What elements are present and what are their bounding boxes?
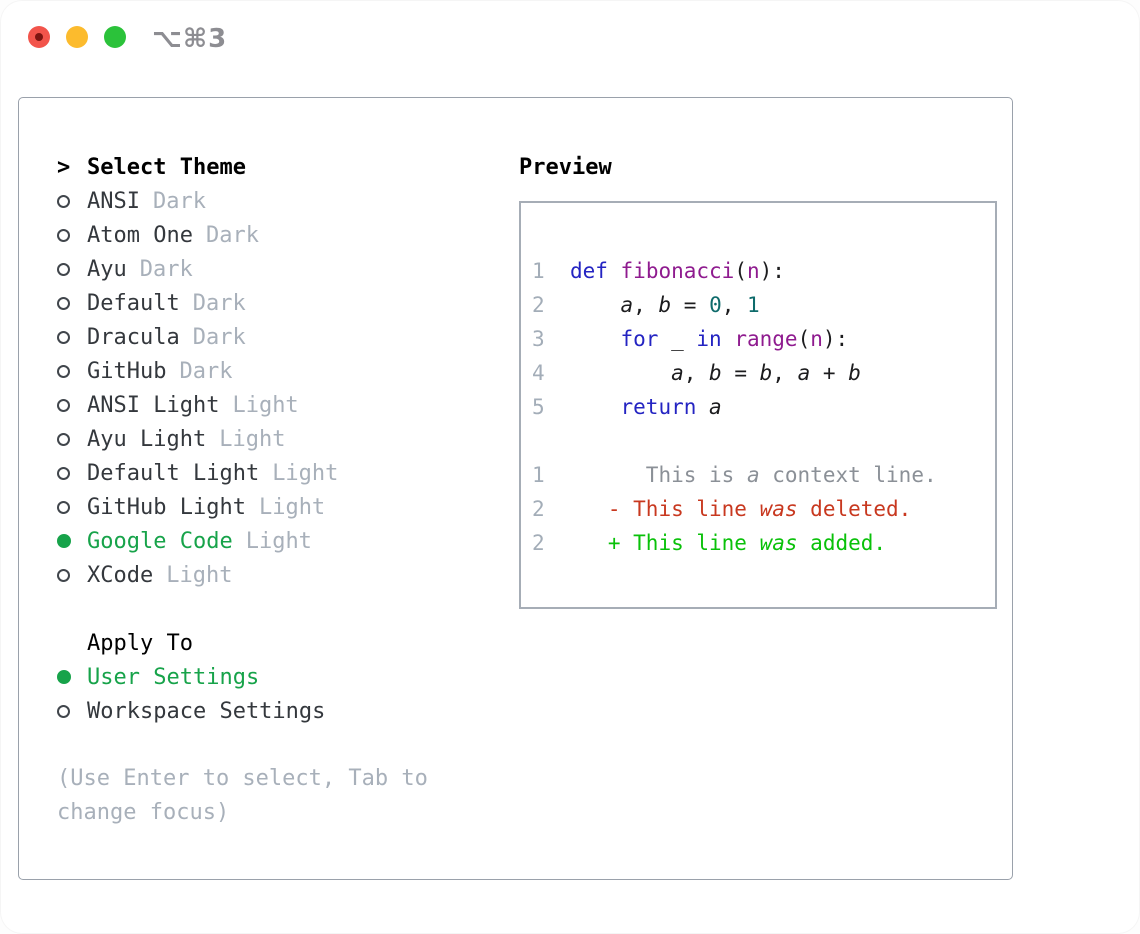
keyboard-hint: (Use Enter to select, Tab to change focu… [57,766,428,825]
theme-variant-badge: Light [166,562,233,588]
radio-icon [57,330,87,344]
theme-name: Google Code [87,528,233,554]
line-number: 2 [532,497,545,521]
theme-variant-badge: Light [232,392,299,418]
zoom-button[interactable] [104,26,126,48]
theme-name: Dracula [87,324,180,350]
theme-option-ayu[interactable]: Ayu Dark [57,252,519,286]
preview-header-label: Preview [519,154,612,180]
theme-variant-badge: Dark [205,222,259,248]
code-line: 2 - This line was deleted. [532,492,995,526]
theme-variant-badge: Light [245,528,312,554]
theme-variant-badge: Dark [179,358,233,384]
radio-icon [57,704,87,718]
theme-option-ansi-light[interactable]: ANSI Light Light [57,388,519,422]
theme-variant-badge: Dark [192,324,246,350]
line-number: 3 [532,327,545,351]
theme-variant-badge: Dark [152,188,206,214]
line-number: 5 [532,395,545,419]
theme-name: Ayu [87,256,127,282]
radio-selected-icon [57,534,87,548]
theme-option-google-code[interactable]: Google Code Light [57,524,519,558]
line-number: 1 [532,463,545,487]
preview-column: Preview 1 def fibonacci(n):2 a, b = 0, 1… [519,150,1009,879]
traffic-lights [28,26,126,48]
theme-option-default-light[interactable]: Default Light Light [57,456,519,490]
theme-name: XCode [87,562,154,588]
theme-option-github[interactable]: GitHub Dark [57,354,519,388]
theme-name: GitHub [87,358,167,384]
code-line: 2 a, b = 0, 1 [532,288,995,322]
theme-name: Ayu Light [87,426,207,452]
theme-name: GitHub Light [87,494,246,520]
code-line: 1 This is a context line. [532,458,995,492]
radio-icon [57,500,87,514]
theme-variant-badge: Light [258,494,326,520]
theme-option-ayu-light[interactable]: Ayu Light Light [57,422,519,456]
theme-variant-badge: Dark [192,290,246,316]
radio-selected-icon [57,670,87,684]
spacer [57,592,519,626]
theme-name: Default [87,290,180,316]
theme-option-xcode[interactable]: XCode Light [57,558,519,592]
code-line: 5 return a [532,390,995,424]
radio-icon [57,432,87,446]
apply-option-user-settings[interactable]: User Settings [57,660,519,694]
theme-option-atom-one[interactable]: Atom One Dark [57,218,519,252]
theme-option-github-light[interactable]: GitHub Light Light [57,490,519,524]
radio-icon [57,364,87,378]
theme-variant-badge: Light [219,426,286,452]
theme-option-default[interactable]: Default Dark [57,286,519,320]
radio-icon [57,194,87,208]
theme-name: ANSI [87,188,140,214]
theme-name: ANSI Light [87,392,220,418]
apply-to-header-label: Apply To [87,630,193,656]
code-line: 3 for _ in range(n): [532,322,995,356]
theme-option-dracula[interactable]: Dracula Dark [57,320,519,354]
close-button[interactable] [28,26,50,48]
theme-name: Default Light [87,460,260,486]
radio-icon [57,398,87,412]
line-number: 1 [532,259,545,283]
code-line: 1 def fibonacci(n): [532,254,995,288]
title-bar: ⌥⌘3 [0,0,1140,97]
theme-variant-badge: Light [272,460,339,486]
theme-option-ansi[interactable]: ANSI Dark [57,184,519,218]
code-line: 4 a, b = b, a + b [532,356,995,390]
radio-icon [57,228,87,242]
code-line [532,424,995,458]
apply-option-label: User Settings [87,664,260,690]
line-number: 2 [532,293,545,317]
radio-icon [57,262,87,276]
line-number: 2 [532,531,545,555]
apply-option-label: Workspace Settings [87,698,326,724]
theme-variant-badge: Dark [139,256,193,282]
radio-icon [57,466,87,480]
minimize-button[interactable] [66,26,88,48]
code-line: 2 + This line was added. [532,526,995,560]
code-line [532,220,995,254]
apply-option-workspace-settings[interactable]: Workspace Settings [57,694,519,728]
radio-icon [57,568,87,582]
select-theme-header-label: Select Theme [87,154,246,180]
focus-caret-icon: > [57,154,71,180]
line-number: 4 [532,361,545,385]
window-title: ⌥⌘3 [152,24,228,54]
select-theme-header: > Select Theme [57,150,519,184]
apply-to-header: Apply To [57,626,519,660]
radio-icon [57,296,87,310]
theme-name: Atom One [87,222,193,248]
